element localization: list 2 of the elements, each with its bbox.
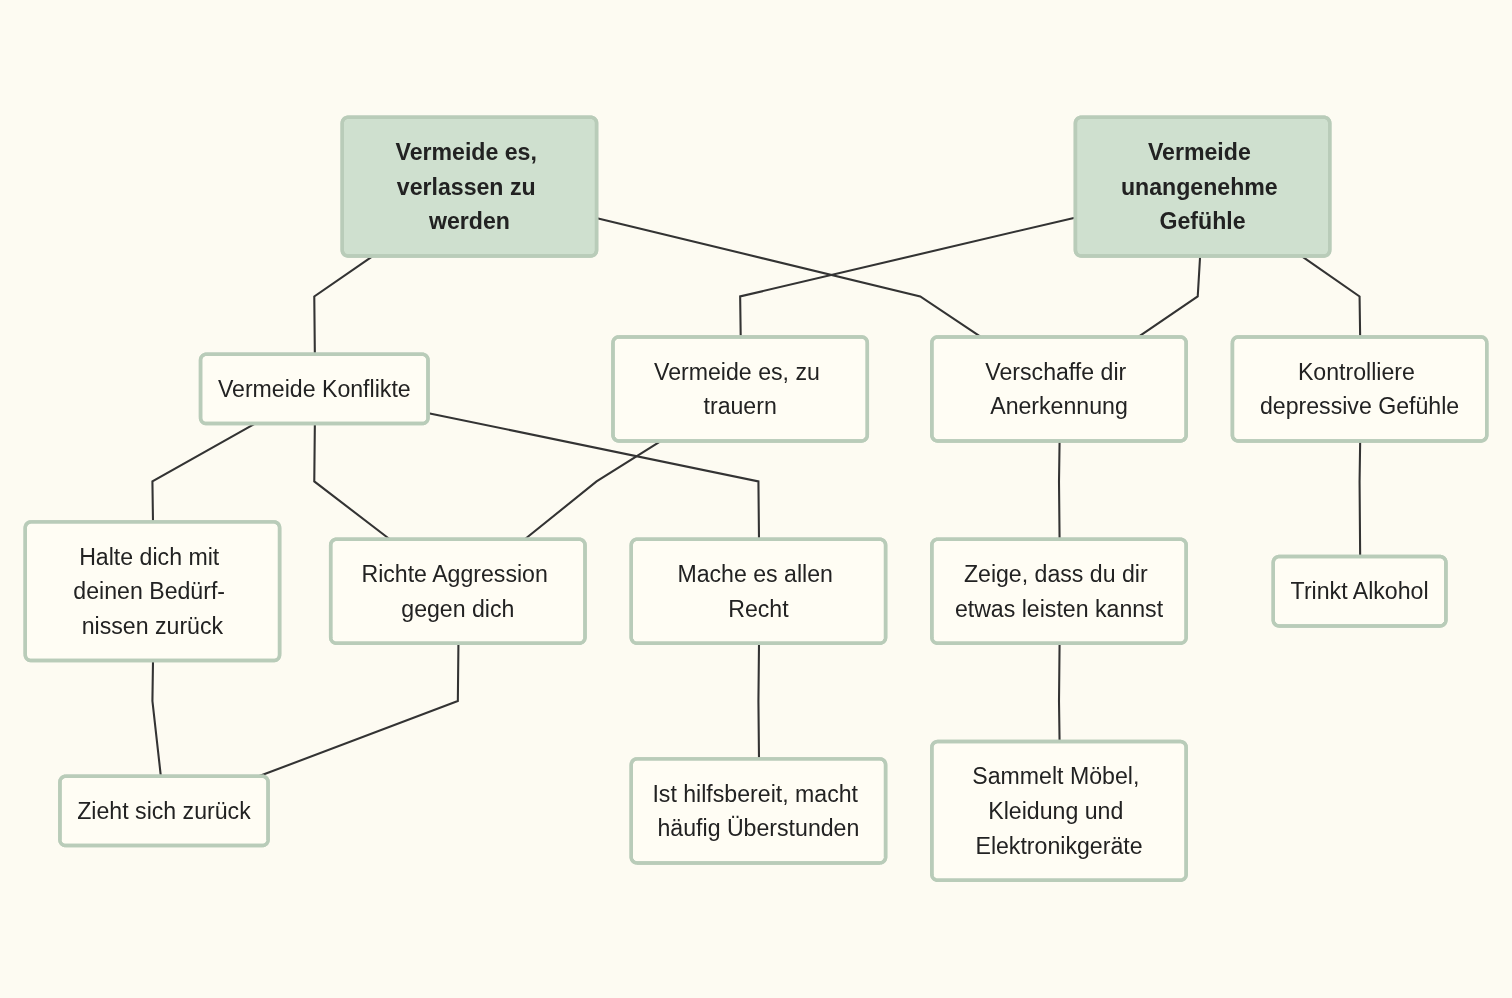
- connector: [151, 423, 255, 523]
- connector: [757, 644, 761, 760]
